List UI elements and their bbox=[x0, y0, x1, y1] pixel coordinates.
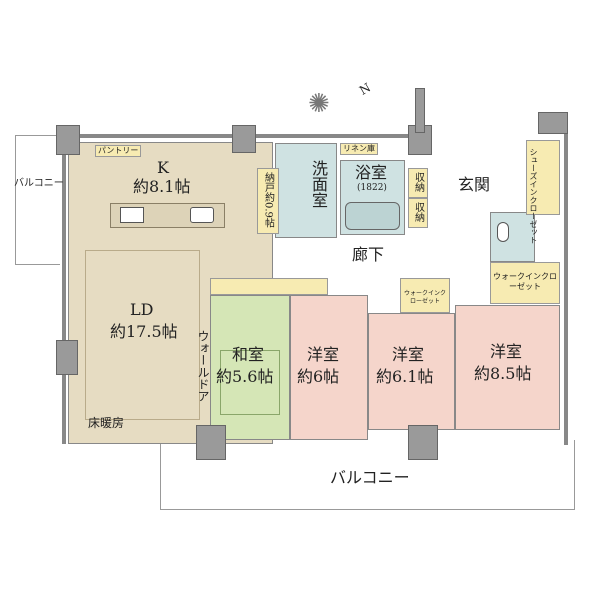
storage-room-label: 納戸約0.9帖 bbox=[262, 172, 274, 228]
washroom-label: 洗面室 bbox=[309, 160, 328, 208]
youshitsu3-area bbox=[455, 305, 560, 430]
pantry-label: パントリー bbox=[95, 145, 142, 157]
stove-icon bbox=[120, 207, 144, 223]
pillar bbox=[196, 425, 226, 460]
shoes-closet-area bbox=[526, 140, 560, 215]
storage1-area bbox=[408, 168, 428, 198]
kitchen-size: 約8.1帖 bbox=[133, 177, 191, 196]
hallway-label: 廊下 bbox=[352, 245, 385, 264]
closet-strip bbox=[210, 278, 328, 295]
washitsu-area bbox=[210, 295, 290, 440]
youshitsu2-area bbox=[368, 313, 455, 430]
kitchen-name: K bbox=[157, 158, 169, 177]
ld-carpet bbox=[85, 250, 200, 420]
washitsu-name: 和室 bbox=[232, 345, 265, 364]
pillar bbox=[408, 425, 438, 460]
youshitsu3-size: 約8.5帖 bbox=[474, 364, 532, 383]
storage2-label: 収納 bbox=[412, 202, 424, 222]
youshitsu3-name: 洋室 bbox=[490, 342, 523, 361]
balcony-bottom-label: バルコニー bbox=[330, 468, 410, 487]
balcony-left-area bbox=[15, 135, 60, 265]
tatami bbox=[220, 350, 280, 415]
wic2-label: ウォークインクローゼット bbox=[403, 290, 446, 305]
shoes-closet-label: シューズインクローゼット bbox=[529, 148, 538, 244]
linen-label: リネン庫 bbox=[340, 143, 378, 155]
bath-size: (1822) bbox=[357, 183, 387, 193]
wic1-area bbox=[490, 262, 560, 304]
washroom-area bbox=[275, 143, 337, 238]
storage2-area bbox=[408, 198, 428, 228]
pillar bbox=[232, 125, 256, 153]
sink-icon bbox=[190, 207, 214, 223]
youshitsu2-name: 洋室 bbox=[392, 345, 425, 364]
pillar bbox=[415, 88, 425, 133]
pillar bbox=[56, 340, 78, 375]
entrance-label: 玄関 bbox=[458, 175, 491, 194]
balcony-left-label: バルコニー bbox=[14, 178, 64, 189]
exterior-wall-left bbox=[62, 134, 68, 444]
bathtub-icon bbox=[345, 202, 400, 230]
balcony-bottom-area bbox=[160, 440, 575, 510]
ld-size: 約17.5帖 bbox=[110, 322, 178, 341]
youshitsu1-area bbox=[290, 295, 368, 440]
washitsu-size: 約5.6帖 bbox=[216, 367, 274, 386]
youshitsu2-size: 約6.1帖 bbox=[376, 367, 434, 386]
storage1-label: 収納 bbox=[412, 172, 424, 192]
pillar bbox=[538, 112, 568, 134]
ld-name: LD bbox=[130, 300, 154, 319]
toilet-icon bbox=[497, 222, 509, 242]
compass-sun-icon: ✺ bbox=[308, 89, 330, 119]
floor-heating-label: 床暖房 bbox=[88, 416, 125, 430]
wic1-label: ウォークインクローゼット bbox=[493, 272, 557, 291]
youshitsu1-size: 約6帖 bbox=[297, 367, 340, 386]
exterior-wall-right bbox=[560, 125, 568, 445]
youshitsu1-name: 洋室 bbox=[307, 345, 340, 364]
bath-name: 浴室 bbox=[355, 163, 388, 182]
storage-room-area bbox=[257, 168, 279, 234]
pillar bbox=[56, 125, 80, 155]
wall-door-label: ウォールドア bbox=[196, 330, 210, 402]
wic2-area bbox=[400, 278, 450, 313]
compass-north-label: N bbox=[356, 80, 374, 98]
